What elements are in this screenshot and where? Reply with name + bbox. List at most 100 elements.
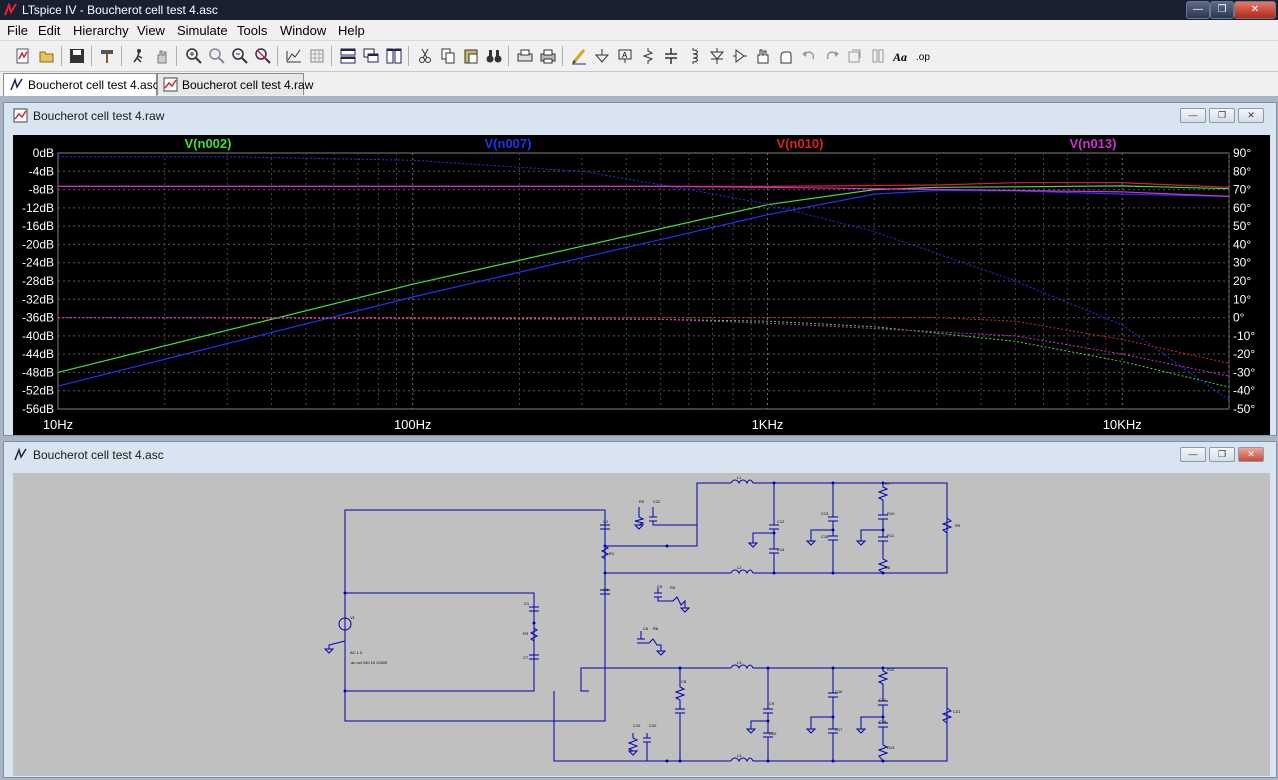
menu-view[interactable]: View	[137, 23, 165, 38]
pane-restore-button[interactable]: ❐	[1209, 108, 1235, 123]
wire-pencil-icon[interactable]	[570, 47, 588, 65]
maximize-button[interactable]: ❐	[1210, 1, 1234, 19]
component-reference-label: R9	[955, 523, 961, 528]
pane-restore-button[interactable]: ❐	[1209, 447, 1235, 462]
inductor-l3[interactable]	[730, 664, 754, 670]
move-hand-icon[interactable]	[754, 47, 772, 65]
y-tick-label-phase: 60°	[1233, 201, 1251, 215]
menu-edit[interactable]: Edit	[38, 23, 61, 38]
menu-window[interactable]: Window	[280, 23, 327, 38]
inductor-l1[interactable]	[730, 479, 754, 485]
series-phase-trace	[58, 317, 1230, 364]
resistor-icon[interactable]	[639, 47, 657, 65]
menu-hierarchy[interactable]: Hierarchy	[73, 23, 129, 38]
c-r-c-chain	[529, 593, 539, 691]
ground-symbol	[855, 529, 883, 546]
capacitor-pair	[763, 668, 773, 761]
autorange-icon[interactable]	[285, 47, 303, 65]
menu-file[interactable]: File	[7, 23, 28, 38]
capacitor-icon[interactable]	[662, 47, 680, 65]
series-magnitude-trace	[58, 185, 1230, 197]
component-reference-label: L2	[737, 565, 742, 570]
zoom-fit-icon[interactable]	[254, 47, 272, 65]
copy-icon[interactable]	[439, 47, 457, 65]
y-tick-label-magnitude: -12dB	[22, 201, 54, 215]
cut-icon[interactable]	[416, 47, 434, 65]
close-button[interactable]: ✕	[1234, 1, 1276, 19]
ground-symbol	[323, 640, 346, 654]
new-schematic-icon[interactable]	[14, 47, 32, 65]
hammer-icon[interactable]	[98, 47, 116, 65]
open-folder-icon[interactable]	[38, 47, 56, 65]
y-tick-label-phase: 0°	[1233, 311, 1245, 325]
pan-icon[interactable]	[208, 47, 226, 65]
menu-help[interactable]: Help	[338, 23, 365, 38]
mirror-icon[interactable]	[869, 47, 887, 65]
label-net-icon[interactable]: A	[616, 47, 634, 65]
source-value: AC 1 0	[350, 650, 363, 655]
drag-hand-icon[interactable]	[777, 47, 795, 65]
menu-simulate[interactable]: Simulate	[177, 23, 228, 38]
inductor-icon[interactable]	[685, 47, 703, 65]
waveform-icon	[163, 77, 178, 92]
print-preview-icon[interactable]	[516, 47, 534, 65]
rotate-icon[interactable]	[846, 47, 864, 65]
ground-icon[interactable]	[593, 47, 611, 65]
tab-label: Boucherot cell test 4.raw	[182, 78, 314, 92]
c-r-c-chain	[600, 510, 610, 721]
wire	[605, 482, 731, 574]
component-reference-label: C13	[821, 511, 829, 516]
component-reference-label: C2	[603, 519, 609, 524]
toolbar-separator	[331, 46, 332, 66]
menu-tools[interactable]: Tools	[237, 23, 268, 38]
ground-symbol	[747, 532, 774, 548]
zoom-out-icon[interactable]	[231, 47, 249, 65]
print-icon[interactable]	[539, 47, 557, 65]
schematic-drawing[interactable]: V1 AC 1 0 .ac oct 100 10 20000	[13, 473, 1270, 776]
load-resistor[interactable]	[941, 517, 953, 534]
inductor-l4[interactable]	[730, 757, 754, 763]
component-reference-label: C6	[643, 626, 649, 631]
tile-vertical-icon[interactable]	[385, 47, 403, 65]
pane-minimize-button[interactable]: —	[1180, 447, 1206, 462]
paste-icon[interactable]	[462, 47, 480, 65]
redo-icon[interactable]	[823, 47, 841, 65]
tile-horizontal-icon[interactable]	[339, 47, 357, 65]
run-icon[interactable]	[130, 47, 148, 65]
zoom-in-icon[interactable]	[185, 47, 203, 65]
svg-text:A: A	[622, 51, 628, 60]
schematic-canvas[interactable]: V1 AC 1 0 .ac oct 100 10 20000	[13, 473, 1270, 776]
document-tab-bar: Boucherot cell test 4.asc Boucherot cell…	[0, 72, 1278, 96]
minimize-button[interactable]: —	[1186, 1, 1210, 19]
find-binoculars-icon[interactable]	[485, 47, 503, 65]
x-tick-label: 100Hz	[394, 417, 432, 432]
ltspice-app-icon	[4, 3, 17, 16]
pane-close-button[interactable]: ✕	[1238, 447, 1264, 462]
pane-minimize-button[interactable]: —	[1180, 108, 1206, 123]
halt-hand-icon[interactable]	[153, 47, 171, 65]
y-tick-label-magnitude: -40dB	[22, 329, 54, 343]
diode-icon[interactable]	[708, 47, 726, 65]
tab-waveform[interactable]: Boucherot cell test 4.raw	[157, 73, 313, 95]
save-icon[interactable]	[68, 47, 86, 65]
undo-icon[interactable]	[800, 47, 818, 65]
component-reference-label: R8	[885, 565, 891, 570]
cascade-icon[interactable]	[362, 47, 380, 65]
spice-directive-icon[interactable]: .op	[915, 47, 933, 65]
y-tick-label-magnitude: -4dB	[29, 164, 54, 178]
inductor-l2[interactable]	[730, 569, 754, 575]
component-icon[interactable]	[731, 47, 749, 65]
text-icon[interactable]: Aa	[892, 47, 910, 65]
component-reference-label: C17	[835, 727, 843, 732]
y-tick-label-phase: -50°	[1233, 402, 1255, 416]
grid-icon[interactable]	[308, 47, 326, 65]
load-resistor[interactable]	[941, 707, 953, 724]
pane-close-button[interactable]: ✕	[1238, 108, 1264, 123]
legend-vn002: V(n002)	[185, 136, 232, 151]
y-tick-label-magnitude: -56dB	[22, 402, 54, 416]
spice-directive-text[interactable]: .ac oct 100 10 20000	[350, 660, 388, 665]
tab-schematic[interactable]: Boucherot cell test 4.asc	[3, 73, 159, 96]
